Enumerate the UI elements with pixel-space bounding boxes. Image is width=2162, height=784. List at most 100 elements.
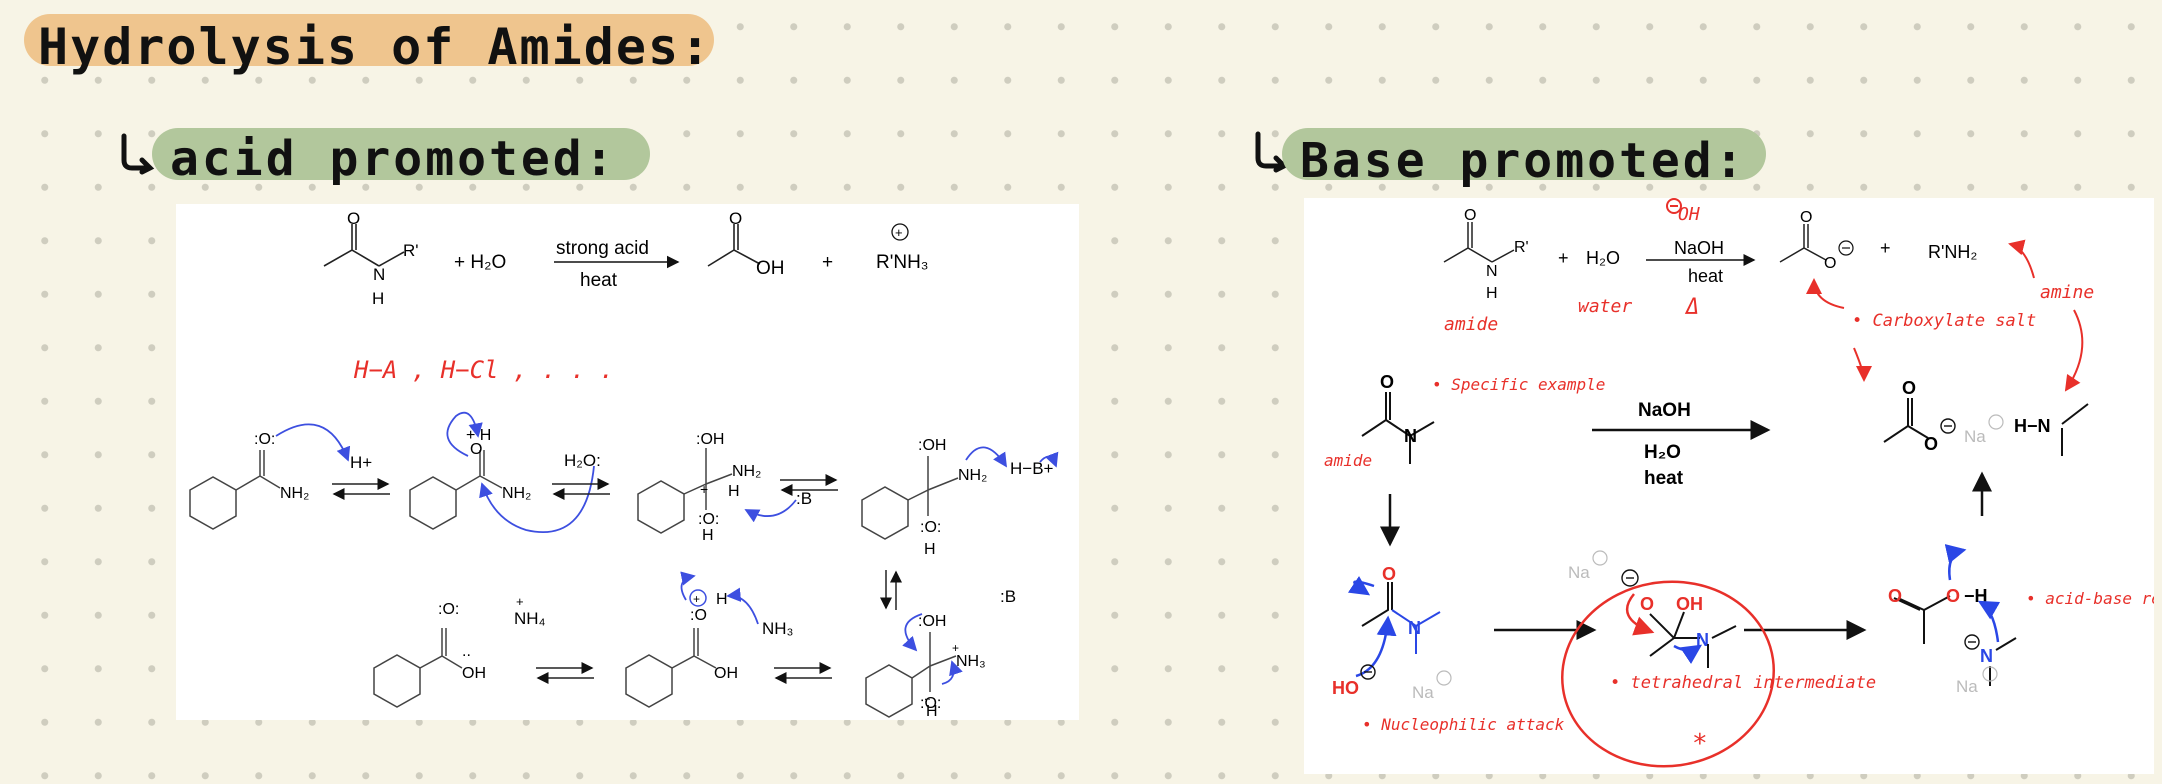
acid-mechanism-panel: O N R' H + H₂O strong acid heat O OH + +… xyxy=(176,204,1079,720)
equilibrium-arrow-icon xyxy=(536,662,594,684)
svg-text:O: O xyxy=(1824,255,1836,272)
water-note: water xyxy=(1578,296,1632,317)
hydroxide-note: OH xyxy=(1678,204,1700,225)
water-reagent: H₂O xyxy=(1586,248,1620,268)
base-label: :B xyxy=(796,489,812,508)
curved-arrow-icon xyxy=(744,499,797,523)
svg-text::O:: :O: xyxy=(920,519,941,536)
curved-arrow-icon xyxy=(1355,615,1397,678)
svg-text:NH₂: NH₂ xyxy=(280,485,309,502)
water-nucleophile: H₂O: xyxy=(564,451,601,470)
negative-charge-icon xyxy=(1621,569,1639,587)
svg-text:O: O xyxy=(1888,586,1902,606)
acid-intermediate-structure xyxy=(1893,595,1951,644)
svg-text:+: + xyxy=(516,594,524,609)
amine-product: R'NH₂ xyxy=(1928,242,1977,262)
vertical-equilibrium-arrow-icon xyxy=(880,570,902,610)
equilibrium-arrow-icon xyxy=(774,662,832,684)
acid-oh: OH xyxy=(756,258,785,279)
water-label: H₂O xyxy=(1644,442,1681,463)
base-label: :B xyxy=(1000,587,1016,606)
hook-arrow-icon xyxy=(121,133,155,175)
ammonium-product: R'NH₃ xyxy=(876,252,929,273)
naoh-label: NaOH xyxy=(1638,400,1691,421)
svg-text:H: H xyxy=(728,483,740,500)
curved-arrow-icon xyxy=(680,571,696,601)
acid-examples-note: H−A , H−Cl , . . . xyxy=(353,356,614,384)
equilibrium-arrow-icon xyxy=(552,478,610,500)
tetrahedral-intermediate-structure xyxy=(637,448,733,534)
svg-text:H: H xyxy=(924,541,936,558)
base-heading-banner: Base promoted: xyxy=(1282,128,1766,189)
condition-label: heat xyxy=(1688,266,1723,286)
benzamide-structure xyxy=(189,450,281,530)
svg-text:N: N xyxy=(1486,263,1498,280)
sodium-ion: Na xyxy=(1964,427,1986,446)
svg-text:..: .. xyxy=(462,643,471,660)
svg-text:OH: OH xyxy=(714,665,738,682)
base-mechanism-panel: O N R' H + H₂O NaOH heat OH O O + R'NH₂ … xyxy=(1304,198,2154,774)
plus-charge-icon xyxy=(1988,414,2004,430)
equilibrium-arrow-icon xyxy=(780,474,838,496)
svg-text:NH₃: NH₃ xyxy=(956,653,986,670)
acid-hb-label: H−B+ xyxy=(1010,459,1054,478)
sodium-ion: Na xyxy=(1568,563,1590,582)
amide-hydrogen: H xyxy=(372,289,384,308)
heat-delta-note: Δ xyxy=(1684,295,1699,320)
sodium-ion: Na xyxy=(1412,683,1434,702)
svg-text:−H: −H xyxy=(1964,586,1988,606)
acid-mechanism-diagram: O N R' H + H₂O strong acid heat O OH + +… xyxy=(189,209,1059,720)
carboxylate-note: • Carboxylate salt xyxy=(1852,311,2036,331)
svg-text:O: O xyxy=(1464,207,1476,224)
heat-label: heat xyxy=(1644,468,1684,489)
sodium-ion: Na xyxy=(1956,677,1978,696)
svg-text::OH: :OH xyxy=(696,431,724,448)
water-reagent: + H₂O xyxy=(454,252,506,273)
hydroxide-nucleophile: HO xyxy=(1332,678,1359,698)
protonated-amide-structure xyxy=(409,450,503,530)
acetate-product-structure xyxy=(1883,398,1929,443)
curved-arrow-icon xyxy=(2064,309,2084,392)
svg-text:NH₂: NH₂ xyxy=(732,463,761,480)
plus-sign: + xyxy=(822,252,833,273)
amide-note: amide xyxy=(1444,314,1498,335)
reagent-label: NaOH xyxy=(1674,238,1724,258)
equilibrium-arrow-icon xyxy=(332,478,390,500)
svg-text:O: O xyxy=(1382,564,1396,584)
leaving-group-intermediate-structure xyxy=(865,632,957,718)
acid-heading-banner: acid promoted: xyxy=(152,128,650,187)
svg-text:H: H xyxy=(702,527,714,544)
curved-arrow-icon xyxy=(902,613,923,652)
amine-note: amine xyxy=(2040,282,2094,303)
svg-text:O: O xyxy=(1924,434,1938,454)
condition-label: heat xyxy=(580,270,618,291)
attack-amide-structure xyxy=(1361,582,1393,627)
acid-heading: acid promoted: xyxy=(170,131,617,187)
curved-arrow-icon xyxy=(1977,600,2001,643)
amide-note-2: amide xyxy=(1324,451,1372,470)
svg-text::O: :O xyxy=(690,607,707,624)
page-title: Hydrolysis of Amides: xyxy=(38,18,713,76)
specific-example-note: • Specific example xyxy=(1432,375,1605,394)
curved-arrow-icon xyxy=(965,446,1007,468)
svg-text:NH₂: NH₂ xyxy=(958,467,987,484)
svg-text:N: N xyxy=(1980,646,1993,666)
amide-oxygen: O xyxy=(347,209,360,228)
negative-charge-icon xyxy=(1964,634,1980,650)
svg-text:O: O xyxy=(1946,586,1960,606)
benzoic-acid-structure xyxy=(373,628,463,708)
svg-text:N: N xyxy=(1408,618,1421,638)
svg-text::O:: :O: xyxy=(920,695,941,712)
svg-text:..: .. xyxy=(924,689,931,703)
curved-arrow-icon xyxy=(2008,239,2035,279)
svg-text::OH: :OH xyxy=(918,613,946,630)
svg-text::O:: :O: xyxy=(254,431,275,448)
acid-amide-structure xyxy=(323,224,405,267)
amine-h: H−N xyxy=(2014,416,2051,436)
svg-text:H: H xyxy=(716,591,728,608)
curved-arrow-icon xyxy=(1944,544,1967,581)
svg-text:+: + xyxy=(693,592,700,606)
plus-charge-icon xyxy=(1436,670,1452,686)
svg-text::O:: :O: xyxy=(438,601,459,618)
plus-charge-icon xyxy=(689,589,707,607)
